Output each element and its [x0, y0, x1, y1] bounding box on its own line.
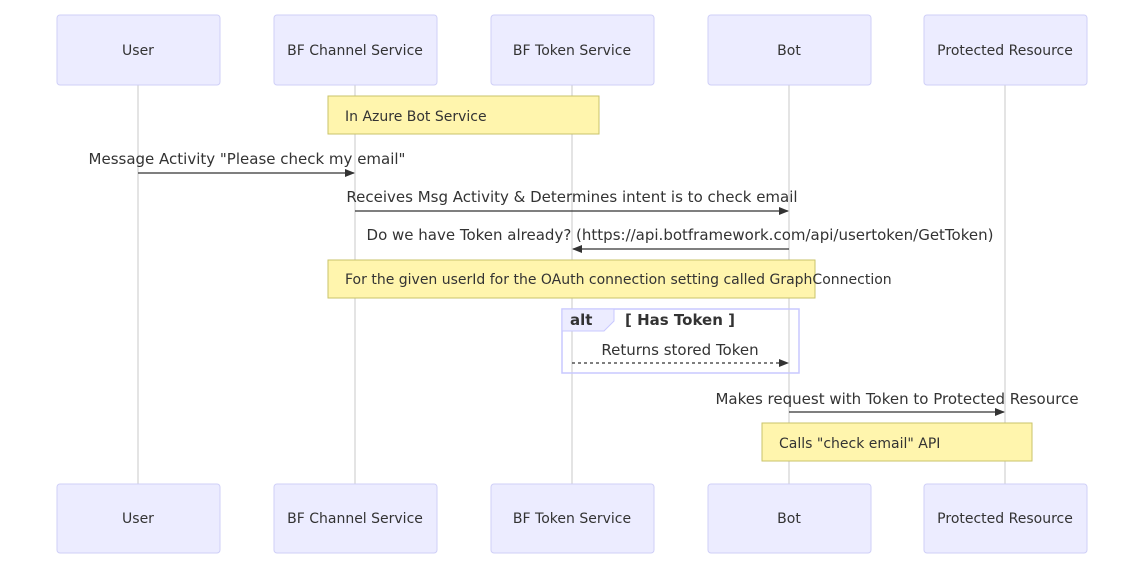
message-4-label: Returns stored Token — [601, 341, 758, 359]
note-userid-text: For the given userId for the OAuth conne… — [345, 272, 892, 288]
actor-user-label: User — [122, 43, 154, 59]
alt-condition: [ Has Token ] — [625, 311, 735, 329]
message-1-label: Message Activity "Please check my email" — [89, 150, 406, 168]
actor-token-top: BF Token Service — [490, 14, 655, 86]
actor-bot-label: Bot — [777, 43, 801, 59]
actor-bot-bottom: Bot — [707, 483, 872, 554]
note-azure: In Azure Bot Service — [327, 95, 600, 135]
actor-bot-top: Bot — [707, 14, 872, 86]
actor-token-bottom: BF Token Service — [490, 483, 655, 554]
note-calls-text: Calls "check email" API — [779, 436, 940, 452]
message-5-label: Makes request with Token to Protected Re… — [715, 390, 1078, 408]
actor-resource-top: Protected Resource — [923, 14, 1088, 86]
message-3-label: Do we have Token already? (https://api.b… — [367, 226, 994, 244]
actor-user-label-bottom: User — [122, 511, 154, 527]
actor-channel-top: BF Channel Service — [273, 14, 438, 86]
note-userid: For the given userId for the OAuth conne… — [327, 259, 892, 299]
note-calls: Calls "check email" API — [761, 422, 1033, 462]
actor-channel-label-bottom: BF Channel Service — [287, 511, 423, 527]
actor-user-bottom: User — [56, 483, 221, 554]
actor-resource-bottom: Protected Resource — [923, 483, 1088, 554]
message-2-label: Receives Msg Activity & Determines inten… — [346, 188, 797, 206]
note-azure-text: In Azure Bot Service — [345, 109, 487, 125]
actor-token-label: BF Token Service — [513, 43, 631, 59]
actor-token-label-bottom: BF Token Service — [513, 511, 631, 527]
actor-bot-label-bottom: Bot — [777, 511, 801, 527]
actor-channel-label: BF Channel Service — [287, 43, 423, 59]
actor-channel-bottom: BF Channel Service — [273, 483, 438, 554]
actor-user-top: User — [56, 14, 221, 86]
alt-fragment: alt [ Has Token ] — [561, 308, 800, 374]
actor-resource-label-bottom: Protected Resource — [937, 511, 1073, 527]
actor-resource-label: Protected Resource — [937, 43, 1073, 59]
alt-tag-label: alt — [570, 311, 592, 329]
